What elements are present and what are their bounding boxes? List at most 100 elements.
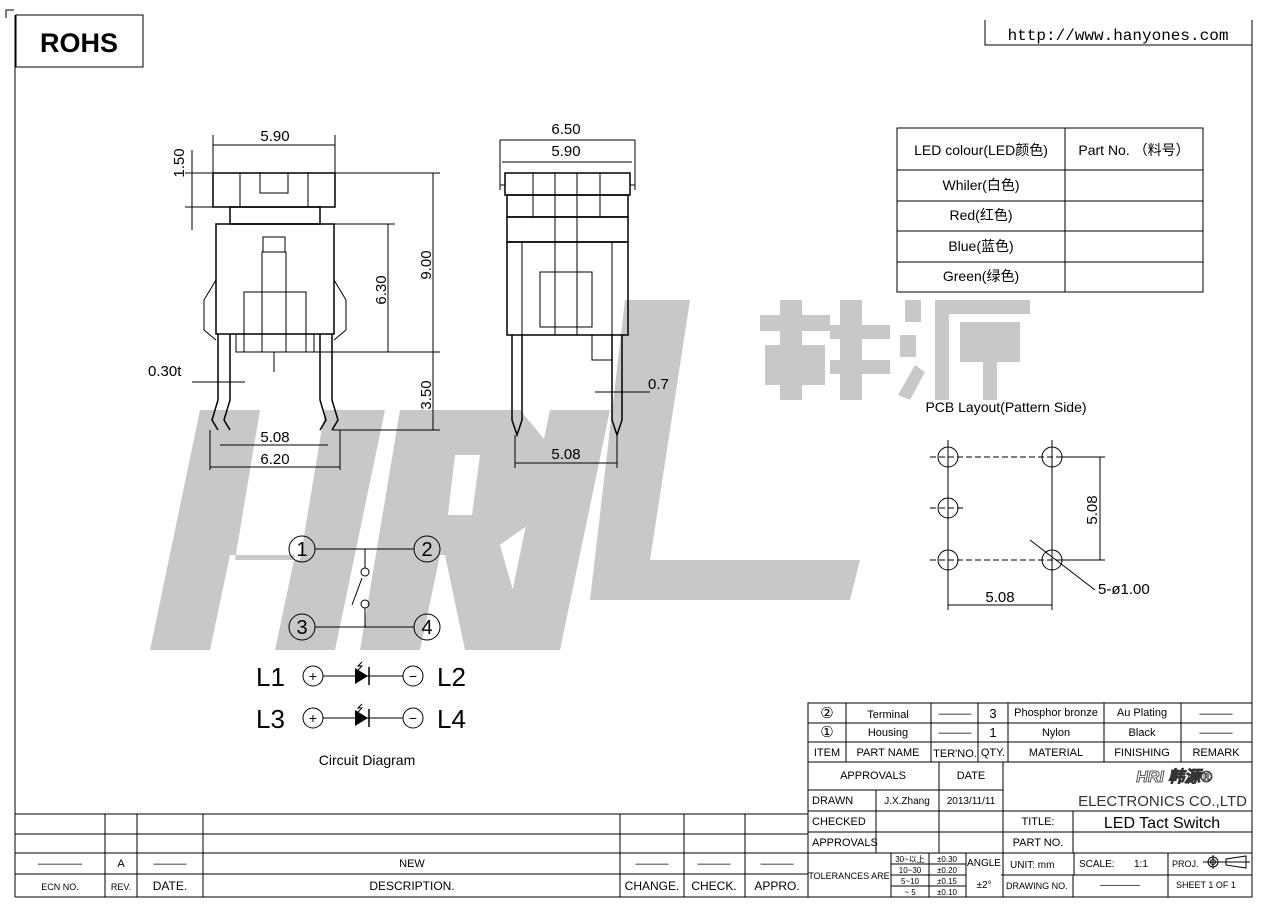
dim-top-height: 1.50 <box>171 148 188 177</box>
minus-icon: − <box>409 668 417 684</box>
rev-ecn: ———— <box>38 858 82 870</box>
company-name: ELECTRONICS CO.,LTD <box>1078 793 1247 810</box>
rev-header-description: DESCRIPTION. <box>369 879 454 893</box>
dim-pin-pitch: 5.08 <box>260 429 289 446</box>
tolerance-value: ±0.10 <box>937 888 958 897</box>
watermark-logo <box>150 300 1030 650</box>
bom-header-qty: QTY. <box>981 747 1005 759</box>
dim-pin-span: 6.20 <box>260 451 289 468</box>
terminal-4: 4 <box>421 617 432 639</box>
led-colour-table <box>896 127 1204 293</box>
projection-label: PROJ. <box>1172 859 1199 869</box>
bom-finishing: Black <box>1129 727 1156 739</box>
rev-date: ——— <box>154 858 187 870</box>
sheet-label: SHEET 1 OF 1 <box>1176 880 1236 890</box>
angle-value: ±2° <box>976 880 991 891</box>
bom-qty: 1 <box>989 725 996 740</box>
checked-label: CHECKED <box>812 816 866 828</box>
approvals2-label: APPROVALS <box>812 837 878 849</box>
circuit-diagram <box>288 535 441 729</box>
led-table-header-colour: LED colour(LED颜色) <box>914 142 1048 158</box>
tolerance-range: 10~30 <box>899 866 922 875</box>
dim-pin-width: 0.7 <box>648 376 669 393</box>
rev-header-appro: APPRO. <box>754 879 799 893</box>
plus-icon: + <box>309 710 317 726</box>
drawing-title: LED Tact Switch <box>1104 815 1220 832</box>
led-row-colour: Green(绿色) <box>943 268 1019 284</box>
title-label: TITLE: <box>1021 816 1054 828</box>
rev-check: ——— <box>698 858 731 870</box>
minus-icon: − <box>409 710 417 726</box>
bom-header-remark: REMARK <box>1192 747 1240 759</box>
rev-header-ecn: ECN NO. <box>41 882 79 892</box>
front-view <box>185 135 440 470</box>
date-label: DATE <box>957 770 986 782</box>
bom-item: ① <box>820 724 833 741</box>
dim-outer-width: 6.50 <box>551 121 580 138</box>
bom-header-ter-no: TER'NO. <box>933 748 977 760</box>
tolerance-value: ±0.15 <box>937 877 958 886</box>
title-block-grid <box>807 702 1253 898</box>
bom-header-material: MATERIAL <box>1029 747 1083 759</box>
pcb-h-pitch: 5.08 <box>985 589 1014 606</box>
drawn-date: 2013/11/11 <box>947 796 996 807</box>
side-view <box>499 139 650 468</box>
pcb-hole-spec: 5-ø1.00 <box>1098 581 1150 598</box>
drawn-by: J.X.Zhang <box>884 796 930 807</box>
bom-finishing: Au Plating <box>1117 707 1167 719</box>
dim-pin-thickness: 0.30t <box>148 363 182 380</box>
rohs-box <box>15 14 144 68</box>
plus-icon: + <box>309 668 317 684</box>
rohs-label: ROHS <box>40 28 118 58</box>
pcb-v-pitch: 5.08 <box>1084 495 1101 524</box>
bom-remark: ——— <box>1200 708 1233 720</box>
bom-part-name: Housing <box>868 727 908 739</box>
drawn-label: DRAWN <box>812 795 853 807</box>
bom-material: Nylon <box>1042 727 1070 739</box>
label-l4: L4 <box>437 704 466 734</box>
pcb-layout-title: PCB Layout(Pattern Side) <box>925 399 1086 415</box>
rev-appro: ——— <box>761 858 794 870</box>
scale-label: SCALE: <box>1079 859 1115 870</box>
terminal-1: 1 <box>296 539 307 561</box>
dim-top-width: 5.90 <box>260 128 289 145</box>
led-table-header-part: Part No. （料号） <box>1078 142 1189 158</box>
label-l1: L1 <box>256 662 285 692</box>
projection-symbol-icon <box>1203 855 1250 869</box>
rev-header-change: CHANGE. <box>625 879 680 893</box>
angle-label: ANGLE <box>967 858 1001 869</box>
dim-total-height: 9.00 <box>418 250 435 279</box>
dim-body-height: 6.30 <box>373 275 390 304</box>
tolerance-range: 5~10 <box>901 877 920 886</box>
bom-header-part-name: PART NAME <box>857 747 920 759</box>
bom-ter-no: ——— <box>939 708 972 720</box>
approvals-label: APPROVALS <box>840 770 906 782</box>
unit-label: UNIT: mm <box>1010 860 1054 871</box>
drawing-no-value: ———— <box>1100 880 1140 891</box>
bom-header-item: ITEM <box>814 747 840 759</box>
bom-qty: 3 <box>989 706 996 721</box>
dim-cap-width: 5.90 <box>551 143 580 160</box>
part-no-label: PART NO. <box>1013 837 1064 849</box>
rev-header-check: CHECK. <box>691 879 736 893</box>
label-l3: L3 <box>256 704 285 734</box>
url-box <box>984 20 1253 46</box>
tolerances-label: TOLERANCES ARE <box>808 871 889 881</box>
led-row-colour: Blue(蓝色) <box>948 238 1013 254</box>
dim-pin-length: 3.50 <box>418 380 435 409</box>
bom-ter-no: ——— <box>939 727 972 739</box>
pcb-layout <box>930 440 1105 610</box>
drawing-no-label: DRAWING NO. <box>1006 881 1068 891</box>
company-logo: HRI 韩源® <box>1136 768 1212 786</box>
led-row-colour: Whiler(白色) <box>943 177 1020 193</box>
tolerance-value: ±0.30 <box>937 855 958 864</box>
bom-material: Phosphor bronze <box>1014 707 1098 719</box>
url-link[interactable]: http://www.hanyones.com <box>1008 27 1229 45</box>
rev-change: ——— <box>636 858 669 870</box>
circuit-title: Circuit Diagram <box>319 752 415 768</box>
terminal-2: 2 <box>421 539 432 561</box>
rev-header-date: DATE. <box>153 879 187 893</box>
rev-header-rev: REV. <box>111 882 131 892</box>
led-row-colour: Red(红色) <box>949 207 1012 223</box>
